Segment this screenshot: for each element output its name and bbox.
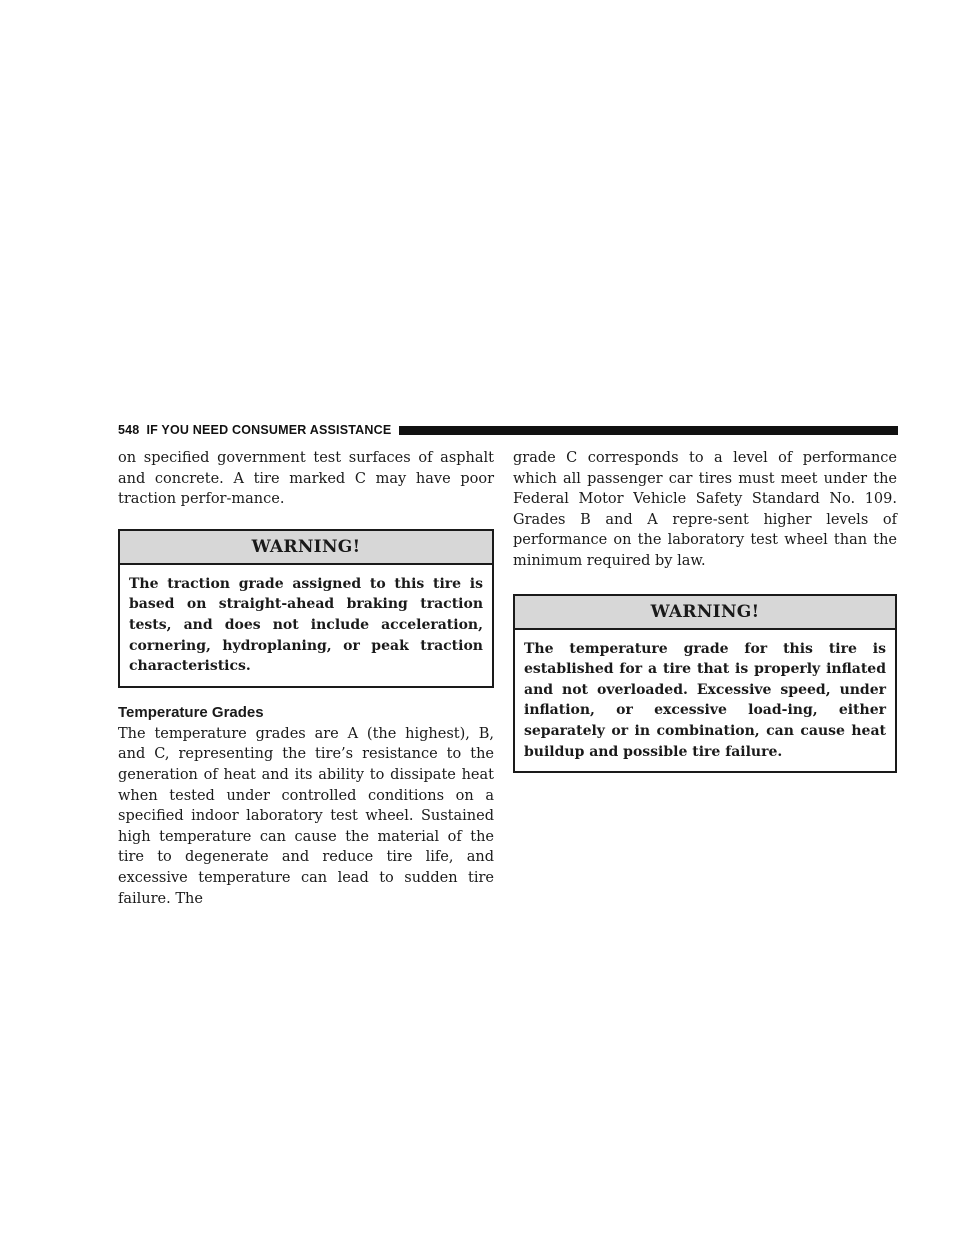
page-header: 548 IF YOU NEED CONSUMER ASSISTANCE (118, 421, 898, 439)
left-column: on specified government test surfaces of… (118, 448, 494, 909)
warning-title: WARNING! (120, 530, 492, 565)
section-title: IF YOU NEED CONSUMER ASSISTANCE (146, 423, 392, 437)
temperature-warning-box: WARNING! The temperature grade for this … (513, 593, 897, 774)
warning-text: The temperature grade for this tire is e… (524, 640, 886, 760)
warning-text: The traction grade assigned to this tire… (129, 575, 483, 675)
warning-title: WARNING! (515, 595, 895, 630)
traction-warning-box: WARNING! The traction grade assigned to … (118, 528, 494, 688)
page-number: 548 (118, 423, 140, 437)
intro-paragraph: on specified government test surfaces of… (118, 450, 494, 508)
section-heading: Temperature Grades (118, 703, 264, 721)
right-column: grade C corresponds to a level of perfor… (513, 448, 897, 774)
continued-paragraph: grade C corresponds to a level of perfor… (513, 450, 897, 569)
header-rule (399, 425, 898, 435)
temperature-grades-paragraph: The temperature grades are A (the highes… (118, 725, 494, 907)
